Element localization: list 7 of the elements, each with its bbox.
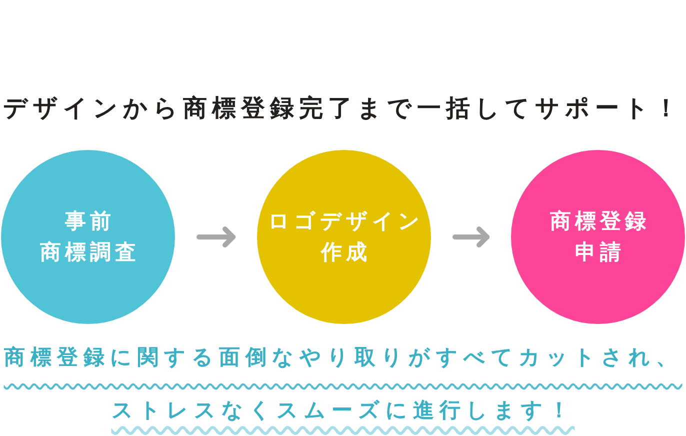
heading: デザインから商標登録完了まで一括してサポート！ [3, 93, 683, 123]
step-label: 事前商標調査 [40, 208, 140, 266]
step-label: ロゴデザイン作成 [268, 208, 424, 266]
arrow [452, 226, 490, 248]
arrow [196, 226, 236, 248]
caption-text: 商標登録に関する面倒なやり取りがすべてカットされ、ストレスなくスムーズに進行します！ [4, 344, 682, 424]
step-label: 商標登録申請 [550, 208, 650, 266]
